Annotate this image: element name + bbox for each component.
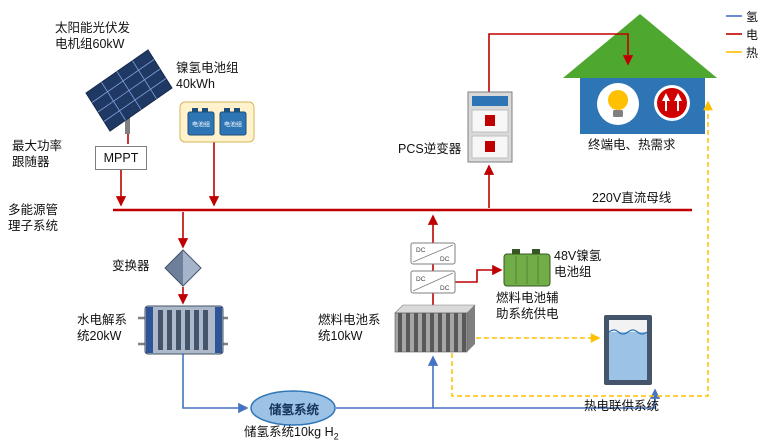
wire-dcdc-to-battery48 — [455, 264, 503, 283]
heat-icon — [657, 88, 687, 118]
battery-48v-label: 48V镍氢 电池组 — [554, 249, 602, 279]
energy-management-label: 多能源管 理子系统 — [8, 203, 59, 233]
battery-terminal — [224, 108, 230, 113]
chp-tank-icon — [604, 315, 652, 385]
hydrogen-caption-subscript: 2 — [333, 431, 339, 442]
electrolyzer-plates — [158, 310, 208, 350]
mppt-box: MPPT — [95, 146, 147, 170]
battery48-terminal — [512, 249, 520, 255]
legend-label-electric: 电 — [746, 27, 759, 42]
battery48-cell-lines — [515, 256, 539, 284]
solar-panel-pole — [125, 116, 130, 134]
legend-line-heat-icon — [726, 51, 742, 53]
nimh-battery-pack-icon: 电池组 电池组 — [179, 101, 255, 143]
heat-arrowhead-left — [662, 93, 670, 101]
fuel-cell-label: 燃料电池系 统10kW — [318, 313, 381, 343]
dcdc-diagonal — [412, 244, 454, 263]
converter-diamond-right — [183, 250, 201, 286]
pcs-inverter-icon — [467, 91, 513, 163]
legend: 氢 电 热 — [726, 7, 770, 61]
fuelcell-side-face — [467, 305, 475, 352]
wires-hydrogen — [182, 354, 661, 414]
mppt-caption: 最大功率 跟随器 — [12, 139, 63, 169]
hydrogen-storage-caption: 储氢系统10kg H2 — [244, 424, 339, 443]
legend-label-heat: 热 — [746, 45, 759, 60]
hydrogen-caption-text: 储氢系统10kg H — [244, 425, 334, 439]
house-terminal-demand-icon — [563, 14, 717, 134]
wires-electric — [113, 33, 692, 311]
wire-pcs-to-house — [488, 33, 634, 92]
battery-terminal — [234, 108, 240, 113]
dcdc-label-out: DC — [440, 256, 450, 263]
dcdc-converter-1: DC DC — [410, 242, 456, 265]
battery-cell-icon — [219, 111, 247, 136]
lightbulb-icon — [608, 90, 628, 110]
legend-item-electric: 电 — [726, 25, 770, 43]
pcs-label: PCS逆变器 — [398, 142, 462, 156]
battery-cell-label: 电池组 — [224, 121, 242, 129]
electrolyzer-endplate — [215, 307, 222, 353]
legend-line-electric-icon — [726, 33, 742, 35]
battery48-terminal — [532, 249, 540, 255]
pcs-indicator — [485, 115, 495, 126]
fuel-cell-aux-label: 燃料电池辅 助系统供电 — [496, 291, 559, 321]
legend-line-hydrogen-icon — [726, 15, 742, 17]
solar-label: 太阳能光伏发 电机组60kW — [55, 21, 131, 51]
battery-terminal — [202, 108, 208, 113]
converter-diamond-left — [165, 250, 183, 286]
battery-terminal — [192, 108, 198, 113]
pcs-indicator — [485, 141, 495, 152]
battery-48v-icon — [503, 249, 551, 287]
fuelcell-fins — [398, 313, 466, 352]
battery-cell-icon — [187, 111, 215, 136]
heat-chp-to-house — [451, 100, 713, 397]
solar-panel-grid — [91, 59, 167, 122]
fuelcell-top-face — [394, 304, 476, 314]
heat-up-arrows — [665, 100, 679, 111]
pipe-electrolyzer-to-storage — [182, 354, 249, 414]
electrolyzer-label: 水电解系 统20kW — [77, 313, 128, 343]
legend-item-hydrogen: 氢 — [726, 7, 770, 25]
dcdc-diagonal — [412, 272, 454, 292]
nimh-label: 镍氢电池组 40kWh — [176, 61, 239, 91]
battery-cell-label: 电池组 — [192, 121, 210, 129]
solar-panel-icon — [85, 49, 173, 134]
converter-label: 变换器 — [112, 259, 150, 273]
dcdc-label-in: DC — [416, 247, 426, 254]
heat-arrowhead-right — [674, 93, 682, 101]
converter-diamond-outline — [164, 249, 202, 287]
house-demand-label: 终端电、热需求 — [588, 138, 676, 152]
house-roof — [563, 14, 717, 78]
pipe-storage-to-fuelcell — [336, 355, 439, 409]
hydrogen-storage-label: 储氢系统 — [268, 403, 319, 417]
electrolyzer-icon — [138, 305, 228, 355]
pcs-top-band — [472, 96, 508, 106]
hydrogen-storage-node — [250, 390, 336, 426]
converter-icon — [164, 249, 202, 287]
fuel-cell-stack-icon — [394, 304, 476, 353]
dcdc-label-in: DC — [416, 276, 426, 283]
electrolyzer-endplate — [146, 307, 153, 353]
chp-tank-wave — [608, 329, 648, 335]
chp-label: 热电联供系统 — [584, 399, 660, 413]
dcdc-converter-2: DC DC — [410, 270, 456, 294]
electrolyzer-body — [144, 305, 224, 355]
dcdc-label-out: DC — [440, 285, 450, 292]
dc-bus-label: 220V直流母线 — [592, 191, 672, 205]
lightbulb-base — [613, 110, 623, 117]
pipe-storage-to-chp — [433, 388, 661, 409]
wires-heat — [451, 100, 713, 397]
chp-tank-water — [609, 332, 647, 380]
legend-item-heat: 热 — [726, 43, 770, 61]
legend-label-hydrogen: 氢 — [746, 9, 759, 24]
